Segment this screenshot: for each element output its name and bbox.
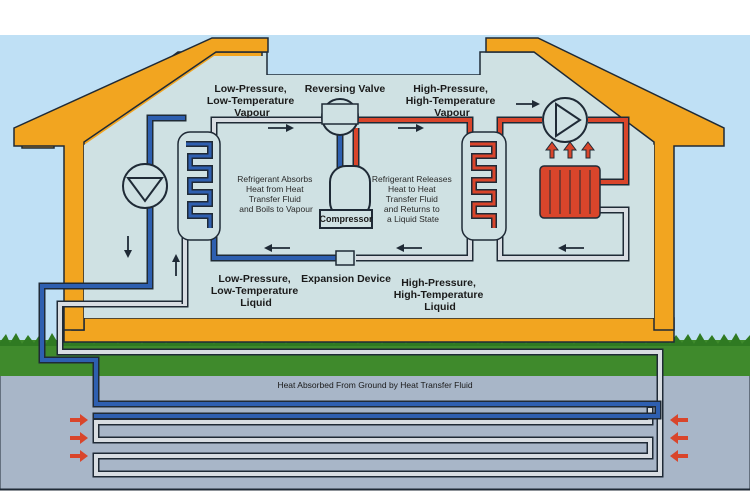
hp-liquid-label: High-Pressure, High-Temperature Liquid	[394, 277, 487, 313]
heat-rising-arrows	[545, 141, 595, 159]
reversing-valve-icon	[321, 98, 359, 136]
evaporator-exchanger	[177, 131, 221, 241]
heating-pump-icon	[542, 97, 588, 143]
absorb-note: Refrigerant Absorbs Heat from Heat Trans…	[237, 174, 315, 214]
ground-label: Heat Absorbed From Ground by Heat Transf…	[277, 380, 472, 390]
roof-left-outer	[13, 37, 269, 331]
expansion-device-icon	[335, 250, 355, 266]
reversing-valve-label: Reversing Valve	[305, 83, 386, 95]
release-note: Refrigerant Releases Heat to Heat Transf…	[372, 174, 454, 224]
hp-vapour-label: High-Pressure, High-Temperature Vapour	[406, 83, 499, 119]
radiator-icon	[539, 165, 601, 219]
flow-arrows	[124, 100, 584, 276]
expansion-device-label: Expansion Device	[301, 273, 391, 285]
lp-liquid-label: Low-Pressure, Low-Temperature Liquid	[211, 273, 301, 309]
condenser-exchanger	[461, 131, 507, 241]
compressor-label: Compressor	[319, 214, 373, 224]
roof-right-outer	[485, 37, 725, 331]
ground-loop-pump-icon	[122, 163, 168, 209]
ground-heat-arrows-right	[670, 414, 688, 462]
compressor-unit	[319, 165, 373, 229]
ground-heat-arrows-left	[70, 414, 88, 462]
ground-loop-return	[56, 300, 664, 478]
floor-slab	[63, 317, 675, 343]
lp-vapour-label: Low-Pressure, Low-Temperature Vapour	[207, 83, 297, 119]
